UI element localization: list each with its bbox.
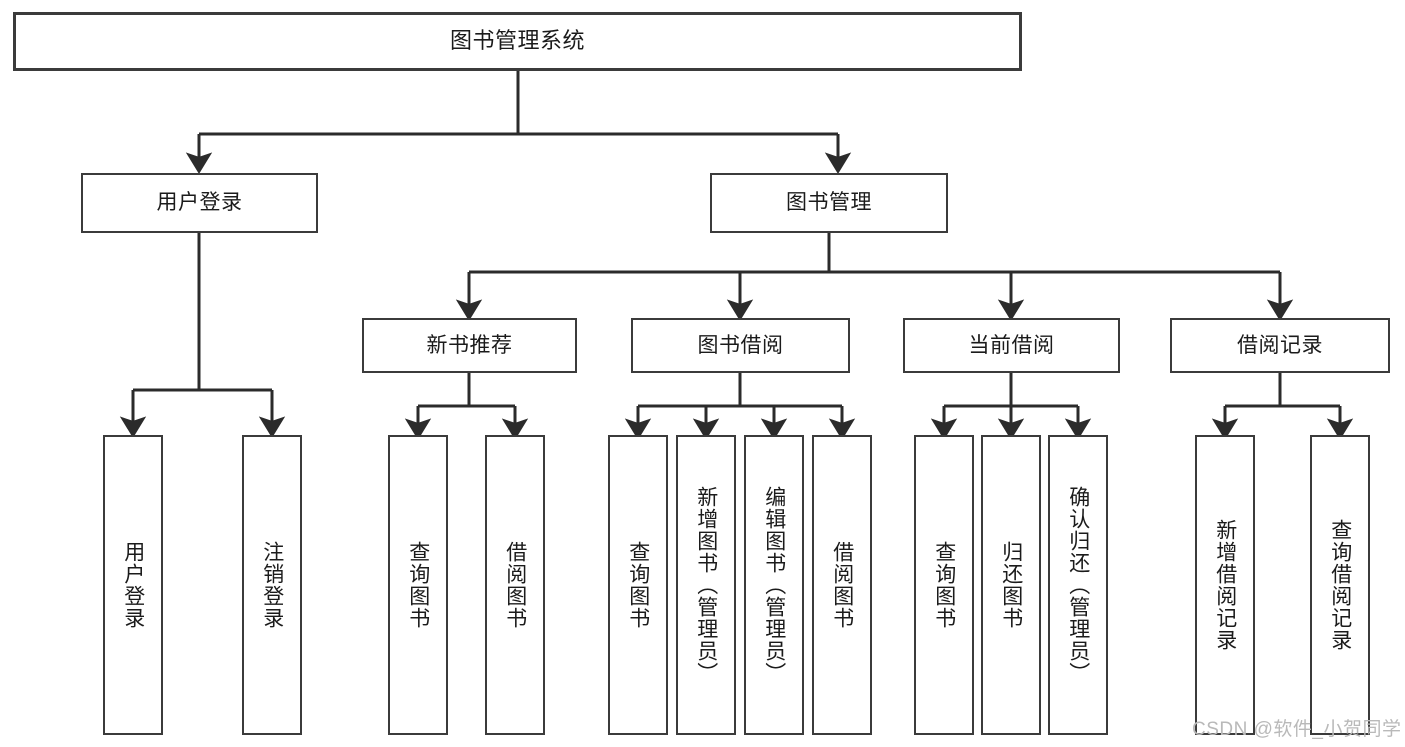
node-new-book-rec[interactable]: 新书推荐	[362, 318, 577, 373]
leaf-return-book[interactable]: 归还图书	[981, 435, 1041, 735]
leaf-query-book-3-label: 查询图书	[932, 541, 956, 629]
leaf-return-book-label: 归还图书	[999, 541, 1023, 629]
node-current-borrow-label: 当前借阅	[968, 333, 1055, 357]
leaf-edit-book-label: 编辑图书（管理员）	[762, 486, 786, 684]
leaf-add-record[interactable]: 新增借阅记录	[1195, 435, 1255, 735]
leaf-borrow-book-1[interactable]: 借阅图书	[485, 435, 545, 735]
leaf-query-book-2[interactable]: 查询图书	[608, 435, 668, 735]
node-user-login[interactable]: 用户登录	[81, 173, 318, 233]
node-borrow-record-label: 借阅记录	[1237, 333, 1323, 357]
node-root[interactable]: 图书管理系统	[13, 12, 1022, 71]
csdn-watermark: CSDN @软件_小贺同学	[1192, 719, 1402, 740]
node-book-borrow-label: 图书借阅	[697, 333, 784, 357]
node-book-manage-label: 图书管理	[786, 191, 872, 215]
leaf-add-book[interactable]: 新增图书（管理员）	[676, 435, 736, 735]
leaf-confirm-return-label: 确认归还（管理员）	[1066, 486, 1090, 684]
leaf-add-record-label: 新增借阅记录	[1213, 519, 1237, 651]
leaf-borrow-book-2[interactable]: 借阅图书	[812, 435, 872, 735]
leaf-edit-book[interactable]: 编辑图书（管理员）	[744, 435, 804, 735]
leaf-query-record-label: 查询借阅记录	[1328, 519, 1352, 651]
leaf-query-book-3[interactable]: 查询图书	[914, 435, 974, 735]
leaf-user-login-label: 用户登录	[121, 541, 145, 629]
leaf-user-logout-label: 注销登录	[260, 541, 284, 629]
node-book-manage[interactable]: 图书管理	[710, 173, 948, 233]
leaf-add-book-label: 新增图书（管理员）	[694, 486, 718, 684]
leaf-user-logout[interactable]: 注销登录	[242, 435, 302, 735]
leaf-confirm-return[interactable]: 确认归还（管理员）	[1048, 435, 1108, 735]
node-borrow-record[interactable]: 借阅记录	[1170, 318, 1390, 373]
leaf-borrow-book-2-label: 借阅图书	[830, 541, 854, 629]
leaf-query-book-2-label: 查询图书	[626, 541, 650, 629]
node-root-label: 图书管理系统	[449, 28, 585, 54]
leaf-borrow-book-1-label: 借阅图书	[503, 541, 527, 629]
node-user-login-label: 用户登录	[156, 191, 243, 215]
node-current-borrow[interactable]: 当前借阅	[903, 318, 1120, 373]
node-new-book-rec-label: 新书推荐	[426, 333, 513, 357]
leaf-user-login[interactable]: 用户登录	[103, 435, 163, 735]
leaf-query-book-1[interactable]: 查询图书	[388, 435, 448, 735]
node-book-borrow[interactable]: 图书借阅	[631, 318, 850, 373]
leaf-query-record[interactable]: 查询借阅记录	[1310, 435, 1370, 735]
leaf-query-book-1-label: 查询图书	[406, 541, 430, 629]
